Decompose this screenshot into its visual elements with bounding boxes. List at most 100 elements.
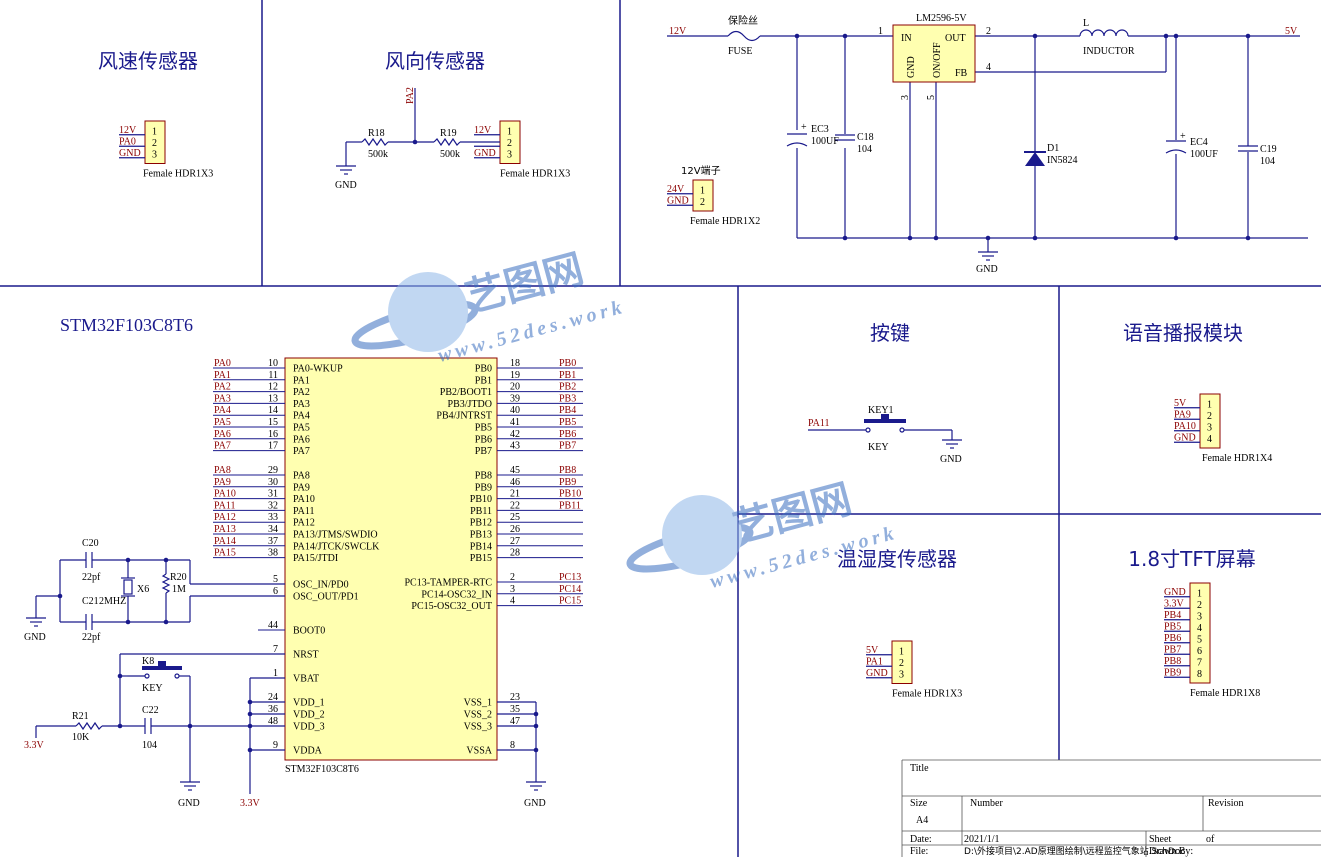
pin-number: 17 (268, 441, 278, 452)
pin-number: 40 (510, 405, 520, 416)
pin-number: 31 (268, 489, 278, 500)
net-label: PA10 (1174, 421, 1196, 432)
pin-number: 3 (1197, 611, 1202, 622)
pin-number: 3 (899, 669, 904, 680)
pin-4: 4 (986, 62, 991, 73)
pin-name: PA5 (293, 423, 310, 434)
net-label: 5V (866, 645, 879, 656)
r19-ref: R19 (440, 128, 457, 139)
plus-sign: + (1180, 131, 1186, 142)
pin-number: 18 (510, 358, 520, 369)
part-label: Female HDR1X3 (892, 689, 962, 700)
pin-number: 2 (1207, 411, 1212, 422)
net-label: GND (1174, 432, 1196, 443)
pin-number: 3 (510, 584, 515, 595)
oscillator-block: C20 22pf X6 R20 1M C21 2MHZ 22pf GND (24, 538, 285, 643)
pin-number: 7 (273, 644, 278, 655)
pin-number: 42 (510, 429, 520, 440)
pin-name: VBAT (293, 674, 319, 685)
pin-name: PB9 (475, 482, 492, 493)
x6-value: 2MHZ (99, 596, 126, 607)
k8-ref: K8 (142, 656, 154, 667)
net-label: PB8 (559, 465, 576, 476)
net-label: PA9 (214, 477, 231, 488)
pin-name: PC13-TAMPER-RTC (405, 578, 493, 589)
pin-number: 29 (268, 465, 278, 476)
ground-label: GND (335, 180, 357, 191)
net-label: GND (866, 668, 888, 679)
pin-number: 4 (510, 596, 515, 607)
r21-value: 10K (72, 732, 90, 743)
pin-number: 27 (510, 536, 520, 547)
net-label: PA8 (214, 465, 231, 476)
pin-number: 28 (510, 548, 520, 559)
r20-value: 1M (172, 584, 186, 595)
pin-name: NRST (293, 650, 319, 661)
net-pa2: PA2 (405, 87, 416, 104)
c22-value: 104 (142, 740, 157, 751)
connector-title: 12V端子 (681, 164, 721, 177)
pin-number: 24 (268, 692, 278, 703)
net-label: PB6 (1164, 633, 1181, 644)
pin-name: PA14/JTCK/SWCLK (293, 541, 380, 552)
pin-name: VDD_3 (293, 722, 325, 733)
ground-label: GND (24, 632, 46, 643)
c19-ref: C19 (1260, 144, 1277, 155)
pin-number: 1 (1207, 399, 1212, 410)
ground-label: GND (178, 798, 200, 809)
net-label: 3.3V (1164, 598, 1185, 609)
pin-3: 3 (900, 95, 911, 100)
pin-name: PA11 (293, 506, 315, 517)
net-label: GND (667, 195, 689, 206)
pin-number: 44 (268, 620, 278, 631)
net-label: PA11 (214, 500, 236, 511)
net-label: PC15 (559, 596, 581, 607)
c18-ref: C18 (857, 132, 874, 143)
net-label: PB8 (1164, 656, 1181, 667)
pin-number: 5 (273, 574, 278, 585)
date-label: Date: (910, 834, 932, 845)
sheet-label: Sheet (1149, 834, 1171, 845)
net-label: PA15 (214, 548, 236, 559)
c20-ref: C20 (82, 538, 99, 549)
ec4-ref: EC4 (1190, 137, 1208, 148)
pin-name: PA7 (293, 446, 310, 457)
net-5v-out: 5V (1285, 26, 1298, 37)
pin-name: VSS_1 (464, 698, 492, 709)
net-label: PC13 (559, 572, 581, 583)
pin-1: 1 (878, 26, 883, 37)
pin-name: VSS_3 (464, 722, 492, 733)
pin-name: PB14 (470, 541, 492, 552)
net-label: PC14 (559, 584, 581, 595)
drawn-by-label: Drawn By: (1149, 846, 1193, 857)
c21-ref: C21 (82, 596, 99, 607)
net-label: PB5 (559, 417, 576, 428)
net-label: PB4 (1164, 610, 1181, 621)
pin-name: PB7 (475, 446, 492, 457)
net-label: PB9 (559, 477, 576, 488)
of-label: of (1206, 834, 1215, 845)
net-label: PB6 (559, 429, 576, 440)
pin-number: 8 (510, 740, 515, 751)
pin-number: 4 (1207, 434, 1212, 445)
pin-name: PA13/JTMS/SWDIO (293, 530, 378, 541)
tft-screen-title: 1.8寸TFT屏幕 (1128, 547, 1255, 571)
pin-number: 37 (268, 536, 278, 547)
